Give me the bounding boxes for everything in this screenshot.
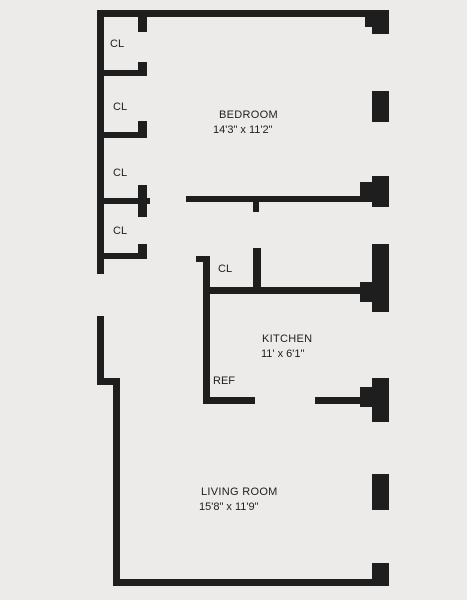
bedroom-name: BEDROOM xyxy=(219,109,278,121)
closet-wall-1 xyxy=(97,70,147,76)
refrigerator-label: REF xyxy=(213,375,235,387)
kitchen-left-wall xyxy=(203,256,210,404)
closet-wall-4-jamb xyxy=(138,244,147,259)
living-room-name: LIVING ROOM xyxy=(201,486,278,498)
closet-wall-4 xyxy=(97,253,147,259)
closet-wall-3-jamb xyxy=(138,185,147,217)
wall-left-lower xyxy=(113,378,120,586)
walls xyxy=(97,10,389,586)
right-pier-6 xyxy=(372,474,389,510)
right-pier-5-cap xyxy=(360,387,374,407)
closet-label: CL xyxy=(113,225,127,237)
closet-wall-2 xyxy=(97,132,147,138)
right-pier-5 xyxy=(372,378,389,422)
right-pier-4 xyxy=(372,244,389,312)
closet-label: CL xyxy=(113,167,127,179)
kitchen-bottom-right xyxy=(315,397,373,404)
right-pier-1 xyxy=(372,10,389,34)
closet-wall-1-jamb xyxy=(138,62,147,76)
closet-label: CL xyxy=(113,101,127,113)
wall-left-upper xyxy=(97,10,104,274)
kitchen-closet-bottom xyxy=(203,287,369,294)
right-pier-1-cap xyxy=(365,17,375,27)
closet-wall-3 xyxy=(97,198,150,204)
right-pier-7 xyxy=(372,563,389,586)
wall-bottom xyxy=(113,579,373,586)
bedroom-south-stub xyxy=(253,196,259,212)
right-pier-3-cap xyxy=(360,182,374,202)
bedroom-dimensions: 14'3" x 11'2" xyxy=(213,124,273,136)
right-pier-3 xyxy=(372,176,389,207)
kitchen-name: KITCHEN xyxy=(262,333,312,345)
living-room-dimensions: 15'8" x 11'9" xyxy=(199,501,259,513)
closet-wall-2-jamb xyxy=(138,121,147,138)
kitchen-bottom-left xyxy=(203,397,255,404)
wall-left-step xyxy=(97,378,119,385)
bedroom-south-wall xyxy=(186,196,366,202)
closet-label: CL xyxy=(110,38,124,50)
closet-label: CL xyxy=(218,263,232,275)
wall-top xyxy=(97,10,372,17)
right-pier-4-cap xyxy=(360,282,374,302)
right-pier-2 xyxy=(372,91,389,122)
closet-wall-0-jamb xyxy=(138,10,147,32)
wall-left-entry xyxy=(97,316,104,384)
kitchen-dimensions: 11' x 6'1" xyxy=(261,348,304,360)
kitchen-closet-right xyxy=(253,248,261,290)
